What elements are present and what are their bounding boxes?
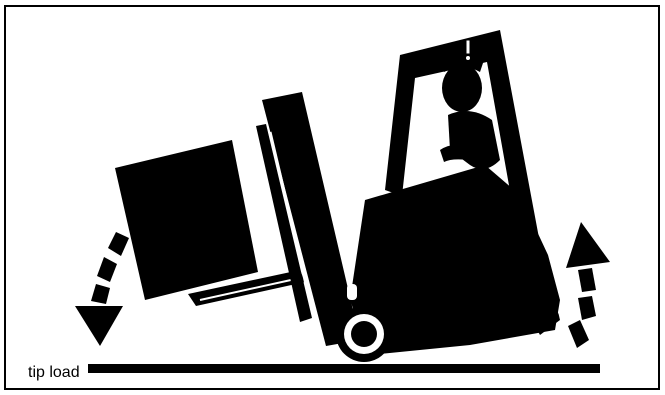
- load-box-icon: [115, 140, 258, 300]
- mast-rail: [256, 124, 312, 322]
- curved-dashed-arrow-up-icon: [566, 222, 610, 348]
- ground-line: [88, 364, 600, 373]
- operator-alarmed-icon: [440, 39, 500, 169]
- wheel-hub-mark: [347, 284, 357, 300]
- forklift-tipping-icon: [350, 30, 560, 355]
- curved-dashed-arrow-down-icon: [75, 232, 129, 346]
- front-wheel-icon: [336, 306, 392, 362]
- mast-icon: [262, 92, 360, 346]
- caption-tip-load: tip load: [28, 364, 80, 381]
